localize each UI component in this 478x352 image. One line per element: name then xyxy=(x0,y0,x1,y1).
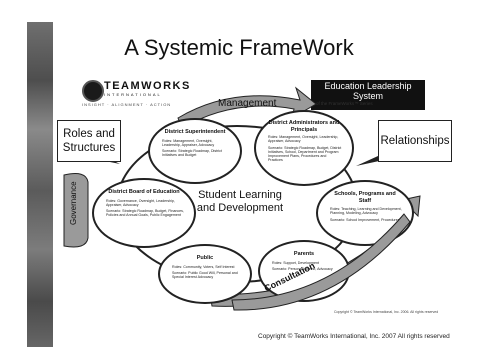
superintendent-roles: Management, Oversight, Leadership, Appra… xyxy=(162,138,215,147)
logo-tagline: INSIGHT · ALIGNMENT · ACTION xyxy=(82,102,172,107)
board-scenario: Scenario: Strategic Roadmap, Budget, Fin… xyxy=(106,209,184,218)
node-superintendent: District Superintendent Roles: Managemen… xyxy=(148,118,242,184)
left-sidebar-strip xyxy=(27,22,53,347)
roles-and-structures-text: Roles and Structures xyxy=(62,128,116,154)
node-public: Public Roles: Community, Voters, Self In… xyxy=(158,244,252,304)
superintendent-roles-label: Roles: xyxy=(162,138,173,143)
board-roles-label: Roles: xyxy=(106,198,117,203)
public-scenario: Scenario: Public Good Will, Personal and… xyxy=(172,270,238,280)
board-roles: Governance, Oversight, Leadership, Appra… xyxy=(106,198,175,207)
schools-title: Schools, Programs and Staff xyxy=(334,191,396,204)
schools-roles-label: Roles: xyxy=(330,207,341,211)
administrators-title: District Administrators and Principals xyxy=(268,120,340,133)
relationships-text: Relationships xyxy=(380,135,450,147)
relationships-callout-pointer xyxy=(356,156,384,166)
footer-copyright: Copyright © TeamWorks International, Inc… xyxy=(258,333,450,340)
management-arrow xyxy=(177,86,317,129)
schools-scenario: Scenario: School Improvement, Procedures xyxy=(330,217,400,222)
administrators-roles-label: Roles: xyxy=(268,135,279,139)
schools-roles: Teaching, Learning and Development, Plan… xyxy=(330,207,402,216)
administrators-scenario: Scenario: Strategic Roadmap, Budget, Dis… xyxy=(268,145,342,163)
roles-and-structures-callout: Roles and Structures xyxy=(57,120,121,162)
education-leadership-box: Education Leadership System xyxy=(311,80,425,110)
superintendent-scenario: Scenario: Strategic Roadmap, District In… xyxy=(162,149,222,158)
series-label: of the FrameWorks™ Series xyxy=(316,101,373,106)
public-roles: Community, Voters, Self Interest xyxy=(183,264,235,269)
superintendent-title: District Superintendent xyxy=(164,129,226,135)
teamworks-logo-icon xyxy=(82,80,104,102)
education-box-line2: System xyxy=(352,90,383,101)
node-schools-programs-staff: Schools, Programs and Staff Roles: Teach… xyxy=(316,180,414,246)
public-roles-label: Roles: xyxy=(172,264,183,269)
management-label: Management xyxy=(218,98,277,109)
parents-roles-label: Roles: xyxy=(272,260,283,265)
logo-name: TEAMWORKS xyxy=(104,80,191,92)
administrators-roles: Management, Oversight, Leadership, Appra… xyxy=(268,135,339,144)
center-label: Student Learning and Development xyxy=(196,189,284,214)
slide-title: A Systemic FrameWork xyxy=(124,35,354,60)
board-title: District Board of Education xyxy=(108,189,180,195)
public-title: Public xyxy=(196,255,214,261)
governance-arrow xyxy=(63,173,89,248)
education-box-line1: Education Leadership xyxy=(324,81,412,91)
node-board-of-education: District Board of Education Roles: Gover… xyxy=(92,178,196,248)
relationships-callout: Relationships xyxy=(378,120,452,162)
diagram-copyright: Copyright © TeamWorks International, Inc… xyxy=(334,310,439,314)
node-administrators: District Administrators and Principals R… xyxy=(254,110,354,186)
logo-subtitle: INTERNATIONAL xyxy=(104,92,162,97)
governance-label: Governance xyxy=(69,181,78,225)
